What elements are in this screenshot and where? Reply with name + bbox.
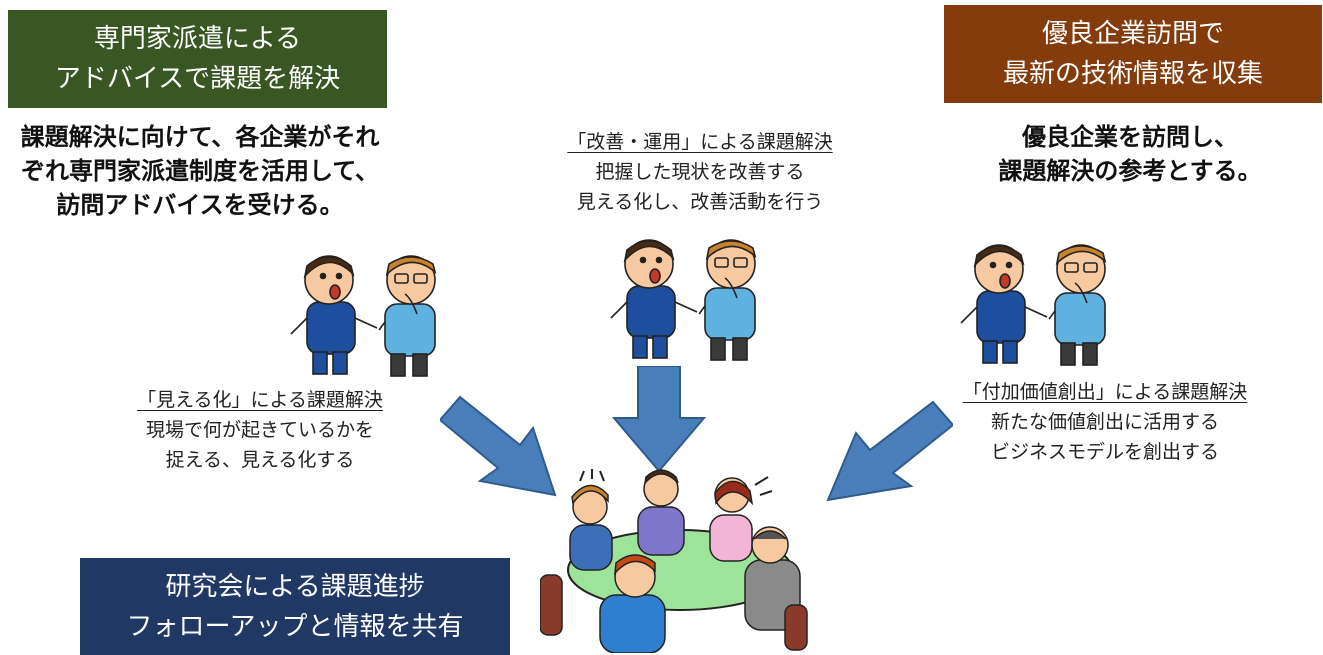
study-group-line2: フォローアップと情報を共有 (126, 612, 464, 642)
visit-description-line2: 課題解決の参考とする。 (998, 156, 1262, 185)
kaizen-caption-line2: 見える化し、改善活動を行う (576, 191, 824, 213)
mieruka-caption-line1: 現場で何が起きているかを (145, 419, 374, 441)
consult-illustration-left (290, 255, 437, 377)
study-group-box: 研究会による課題進捗 フォローアップと情報を共有 (80, 558, 510, 655)
mieruka-caption: 「見える化」による課題解決 現場で何が起きているかを 捉える、見える化する (70, 385, 450, 475)
consult-illustration-right (960, 244, 1107, 366)
arrow-icon (611, 366, 707, 473)
dispatch-header-line1: 専門家派遣による (93, 24, 302, 54)
dispatch-description-line1: 課題解決に向けて、各企業がそれ (20, 122, 380, 151)
fuka-caption-line1: 新たな価値創出に活用する (990, 411, 1219, 433)
mieruka-caption-line2: 捉える、見える化する (165, 449, 355, 471)
dispatch-header-line2: アドバイスで課題を解決 (54, 64, 341, 94)
kaizen-caption-line1: 把握した現状を改善する (595, 161, 805, 183)
arrow-icon (826, 400, 953, 502)
meeting-illustration (540, 469, 808, 653)
visit-description-line1: 優良企業を訪問し、 (1022, 122, 1238, 151)
kaizen-caption: 「改善・運用」による課題解決 把握した現状を改善する 見える化し、改善活動を行う (500, 127, 900, 217)
fuka-caption: 「付加価値創出」による課題解決 新たな価値創出に活用する ビジネスモデルを創出す… (905, 377, 1305, 467)
visit-description: 優良企業を訪問し、 課題解決の参考とする。 (960, 120, 1300, 188)
arrow-icon (440, 395, 557, 497)
dispatch-description-line3: 訪問アドバイスを受ける。 (56, 190, 344, 219)
dispatch-description: 課題解決に向けて、各企業がそれ ぞれ専門家派遣制度を活用して、 訪問アドバイスを… (0, 120, 400, 222)
study-group-line1: 研究会による課題進捗 (165, 572, 425, 602)
fuka-caption-line2: ビジネスモデルを創出する (990, 441, 1219, 463)
mieruka-caption-heading: 「見える化」による課題解決 (137, 389, 383, 411)
visit-header-line2: 最新の技術情報を収集 (1002, 59, 1263, 89)
visit-header-line1: 優良企業訪問で (1041, 19, 1224, 49)
consult-illustration-center (610, 239, 757, 361)
kaizen-caption-heading: 「改善・運用」による課題解決 (567, 131, 833, 153)
visit-header-box: 優良企業訪問で 最新の技術情報を収集 (944, 5, 1322, 103)
fuka-caption-heading: 「付加価値創出」による課題解決 (962, 381, 1248, 403)
dispatch-header-box: 専門家派遣による アドバイスで課題を解決 (8, 10, 387, 108)
dispatch-description-line2: ぞれ専門家派遣制度を活用して、 (20, 156, 380, 185)
